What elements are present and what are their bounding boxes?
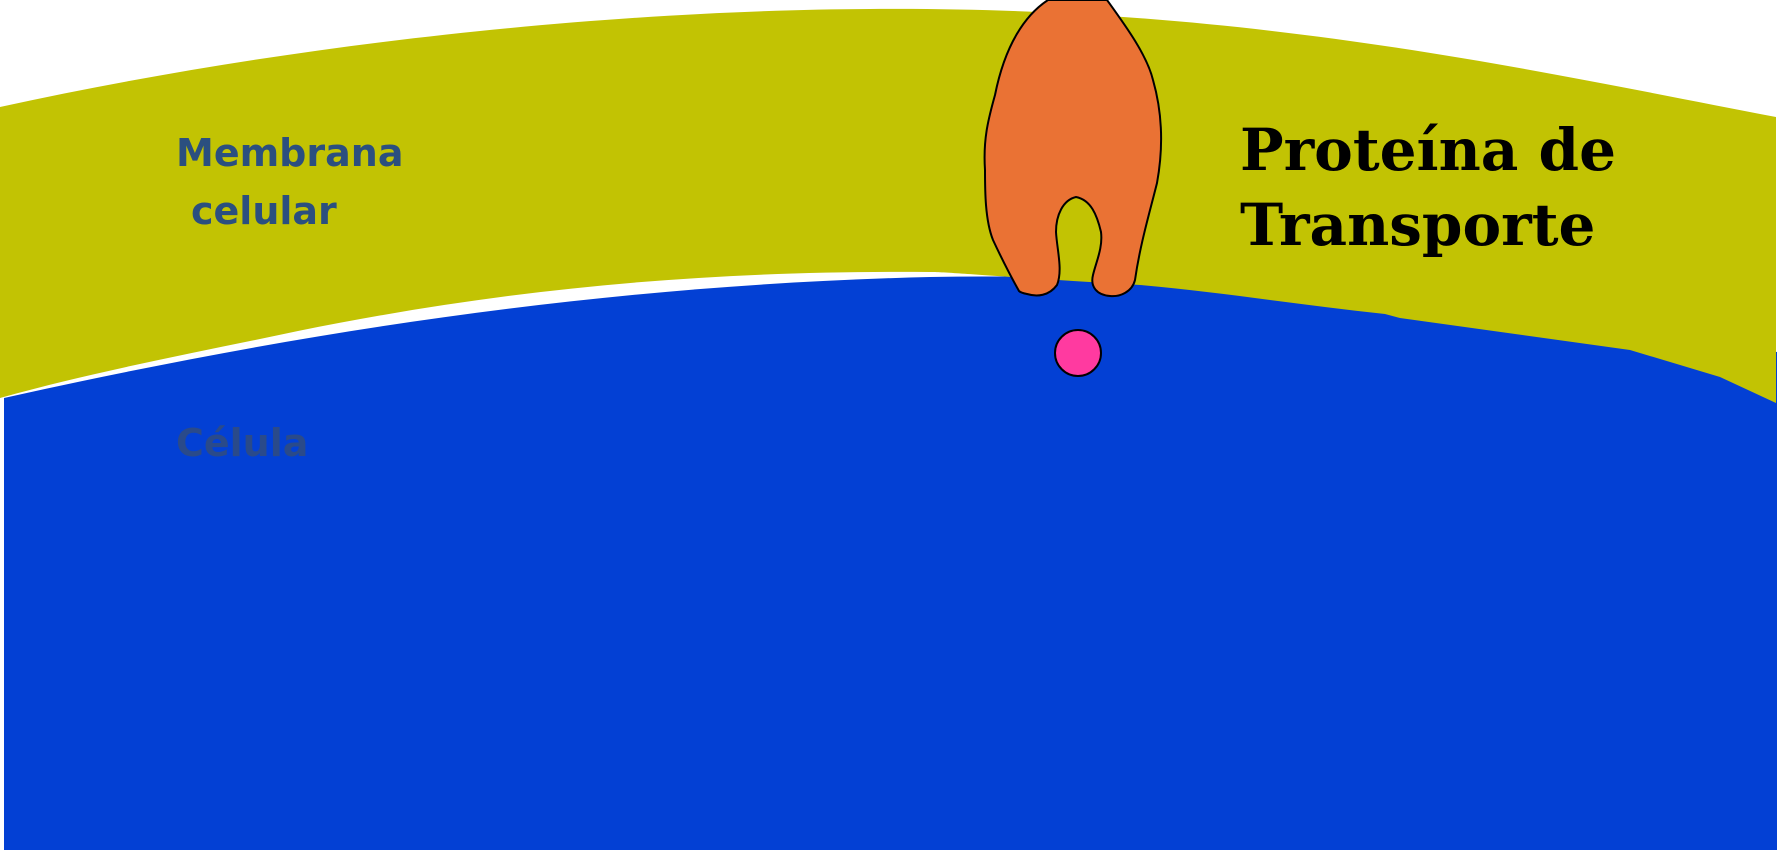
cell-label: Célula	[176, 421, 308, 465]
molecule-icon	[1055, 330, 1101, 376]
protein-label-line2: Transporte	[1240, 191, 1595, 259]
protein-label-line1: Proteína de	[1240, 116, 1616, 184]
cell-body	[4, 276, 1777, 850]
membrane-label-line1: Membrana	[176, 131, 403, 175]
membrane-label-line2: celular	[191, 189, 337, 233]
